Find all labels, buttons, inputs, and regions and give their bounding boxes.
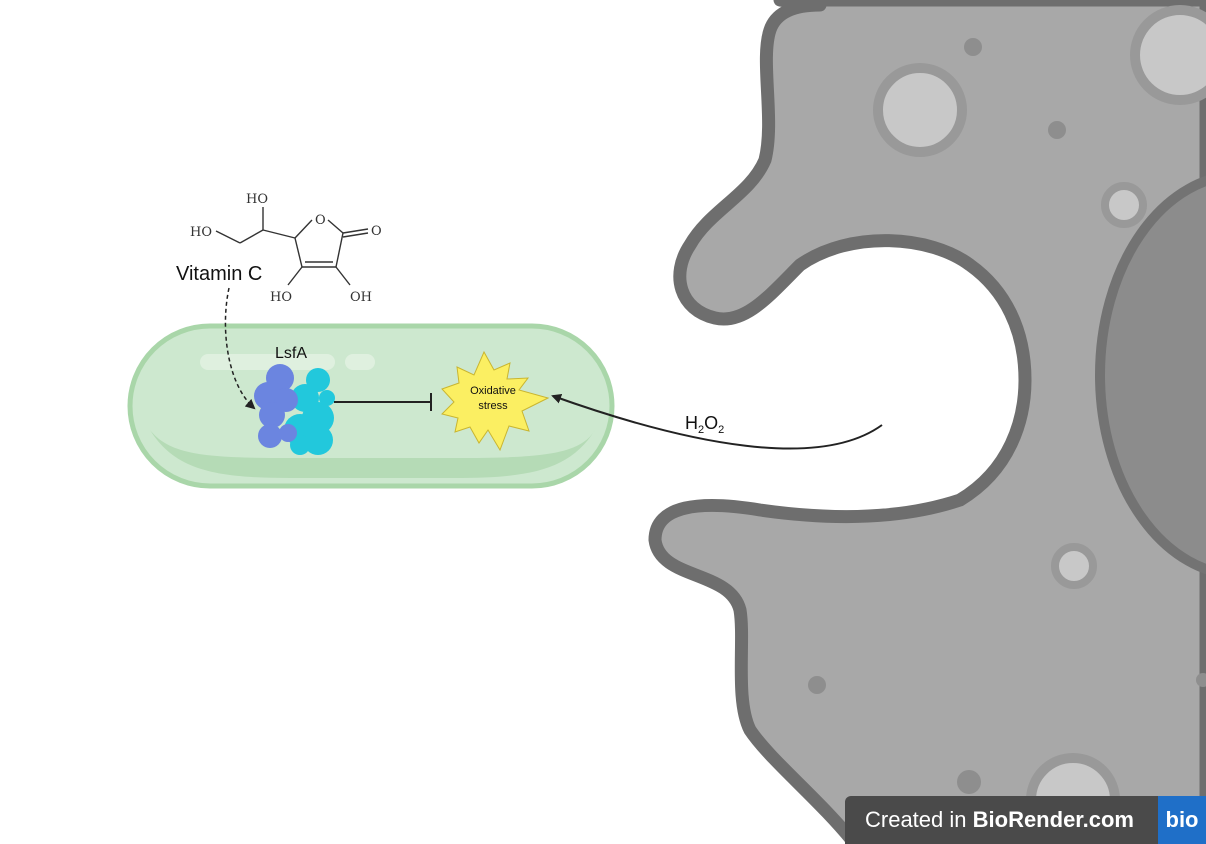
molecule-carbonyl-oxygen: O	[371, 224, 382, 239]
h2o2-label: H2O2	[685, 413, 724, 436]
molecule-ho-bottom-left: HO	[270, 290, 292, 305]
inhibition-arrow	[334, 393, 432, 411]
bacterium-highlight	[200, 354, 335, 370]
stress-label-line2: stress	[478, 400, 508, 412]
vesicle	[873, 63, 967, 157]
macrophage-body	[648, 0, 1206, 844]
granule	[964, 38, 982, 56]
stress-label-line1: Oxidative	[470, 385, 516, 397]
oxidative-stress-burst: Oxidative stress	[441, 350, 550, 452]
lsfa-label: LsfA	[275, 345, 307, 362]
granule	[957, 770, 981, 794]
h2o2-arrow	[551, 393, 883, 450]
vesicle	[1101, 182, 1147, 228]
burst-shape	[441, 350, 550, 452]
lsfa-protein	[254, 364, 335, 455]
bacterium	[127, 323, 615, 489]
protein-cyan-subunit	[284, 368, 335, 455]
vitamin-c-arrow	[224, 287, 256, 410]
granule	[1196, 673, 1206, 687]
macrophage-nucleus	[1095, 175, 1206, 575]
vesicle	[1130, 5, 1206, 105]
protein-blue-subunit	[254, 364, 298, 448]
granule	[808, 676, 826, 694]
biorender-logo-icon: bio	[1158, 796, 1206, 844]
bacterium-highlight	[345, 354, 375, 370]
granule	[1048, 121, 1066, 139]
molecule-ring-oxygen: O	[315, 213, 326, 228]
molecule-oh-bottom-right: OH	[350, 290, 372, 305]
biorender-watermark[interactable]: Created in BioRender.com bio	[845, 796, 1206, 844]
watermark-text: Created in BioRender.com	[865, 807, 1134, 832]
macrophage	[648, 0, 1206, 844]
molecule-ho-top: HO	[246, 192, 268, 207]
vitamin-c-label: Vitamin C	[176, 263, 262, 285]
vitamin-c-molecule	[215, 207, 369, 286]
vesicle	[1051, 543, 1097, 589]
molecule-ho-left: HO	[190, 225, 212, 240]
bacterium-shading	[150, 430, 595, 478]
